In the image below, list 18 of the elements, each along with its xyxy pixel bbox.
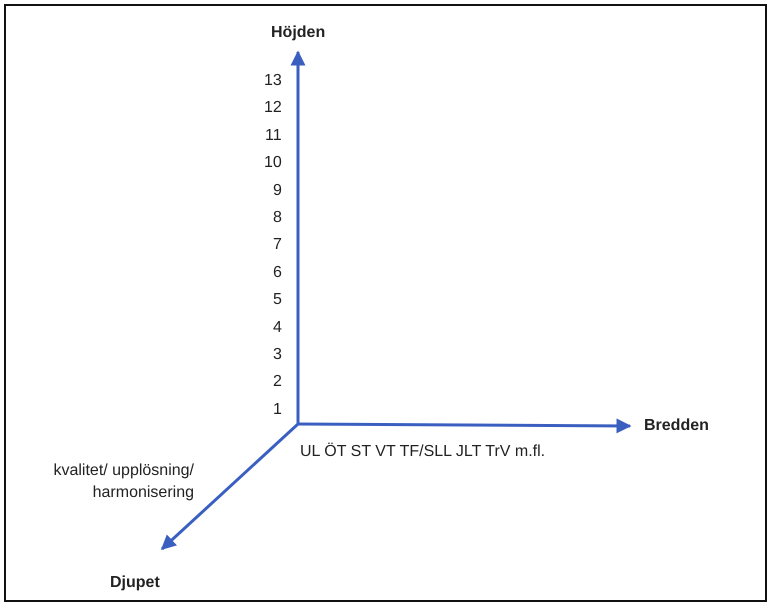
axis-description: kvalitet/ upplösning/ harmonisering xyxy=(52,461,194,503)
axis-title: Djupet xyxy=(110,573,160,593)
tick-label: 2 xyxy=(273,372,282,392)
axis-title: Bredden xyxy=(644,416,709,436)
tick-label: 7 xyxy=(273,235,282,256)
tick-label: 9 xyxy=(273,180,282,201)
tick-label: 6 xyxy=(273,262,282,283)
tick-label: 10 xyxy=(264,153,282,174)
tick-label: 5 xyxy=(273,290,282,310)
tick-label: 11 xyxy=(265,126,282,146)
tick-label: 1 xyxy=(273,400,282,420)
category-labels: UL ÖT ST VT TF/SLL JLT TrV m.fl. xyxy=(300,442,546,462)
tick-label: 8 xyxy=(273,208,282,228)
tick-label: 4 xyxy=(273,318,282,338)
tick-label: 13 xyxy=(264,71,282,91)
tick-label: 3 xyxy=(273,345,282,365)
axis-title: Höjden xyxy=(271,23,326,43)
tick-label: 12 xyxy=(264,98,282,118)
